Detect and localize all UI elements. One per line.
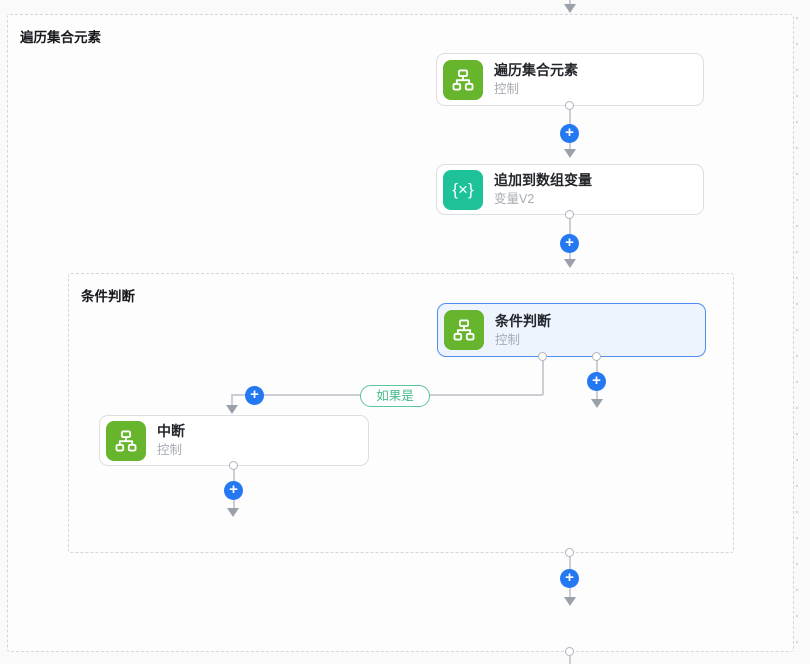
node-title: 中断 xyxy=(157,423,185,439)
org-chart-icon xyxy=(106,420,146,461)
node-subtitle: 控制 xyxy=(494,82,520,96)
arrow-down-icon xyxy=(564,597,576,606)
node-title: 遍历集合元素 xyxy=(494,62,578,78)
port-handle[interactable] xyxy=(565,647,574,656)
port-handle[interactable] xyxy=(565,101,574,110)
org-chart-icon xyxy=(444,310,484,350)
node-iterate-collection[interactable]: 遍历集合元素 控制 xyxy=(436,53,704,106)
edge-line xyxy=(569,0,571,5)
add-node-after-break-button[interactable]: + xyxy=(224,481,243,500)
add-node-after-iterate-button[interactable]: + xyxy=(560,124,579,143)
arrow-down-icon xyxy=(226,405,238,414)
add-node-branch-if-button[interactable]: + xyxy=(245,386,264,405)
port-handle[interactable] xyxy=(565,210,574,219)
node-subtitle: 控制 xyxy=(157,443,183,457)
node-subtitle: 控制 xyxy=(495,332,521,347)
loop-group-label: 遍历集合元素 xyxy=(20,30,101,45)
node-subtitle: 变量V2 xyxy=(494,192,535,206)
port-handle[interactable] xyxy=(565,548,574,557)
arrow-down-icon xyxy=(564,259,576,268)
edge-line xyxy=(231,394,233,407)
port-handle-branch-else[interactable] xyxy=(592,352,601,361)
arrow-down-icon xyxy=(564,149,576,158)
port-handle-branch-if[interactable] xyxy=(538,352,547,361)
node-condition[interactable]: 条件判断 控制 xyxy=(437,303,706,357)
branch-label-pill: 如果是 xyxy=(360,385,430,407)
org-chart-icon xyxy=(443,59,483,100)
add-node-branch-else-button[interactable]: + xyxy=(587,372,606,391)
arrow-down-icon xyxy=(591,399,603,408)
node-append-array-variable[interactable]: {×} 追加到数组变量 变量V2 xyxy=(436,164,704,215)
arrow-down-icon xyxy=(564,4,576,13)
edge-line xyxy=(542,357,544,395)
add-node-after-append-button[interactable]: + xyxy=(560,234,579,253)
node-title: 条件判断 xyxy=(495,312,551,329)
arrow-down-icon xyxy=(227,508,239,517)
add-node-after-condition-group-button[interactable]: + xyxy=(560,569,579,588)
edge-line xyxy=(569,656,571,664)
condition-group-label: 条件判断 xyxy=(81,289,135,304)
braces-variable-icon: {×} xyxy=(443,169,483,210)
port-handle[interactable] xyxy=(229,461,238,470)
node-break[interactable]: 中断 控制 xyxy=(99,415,369,466)
node-title: 追加到数组变量 xyxy=(494,172,592,188)
